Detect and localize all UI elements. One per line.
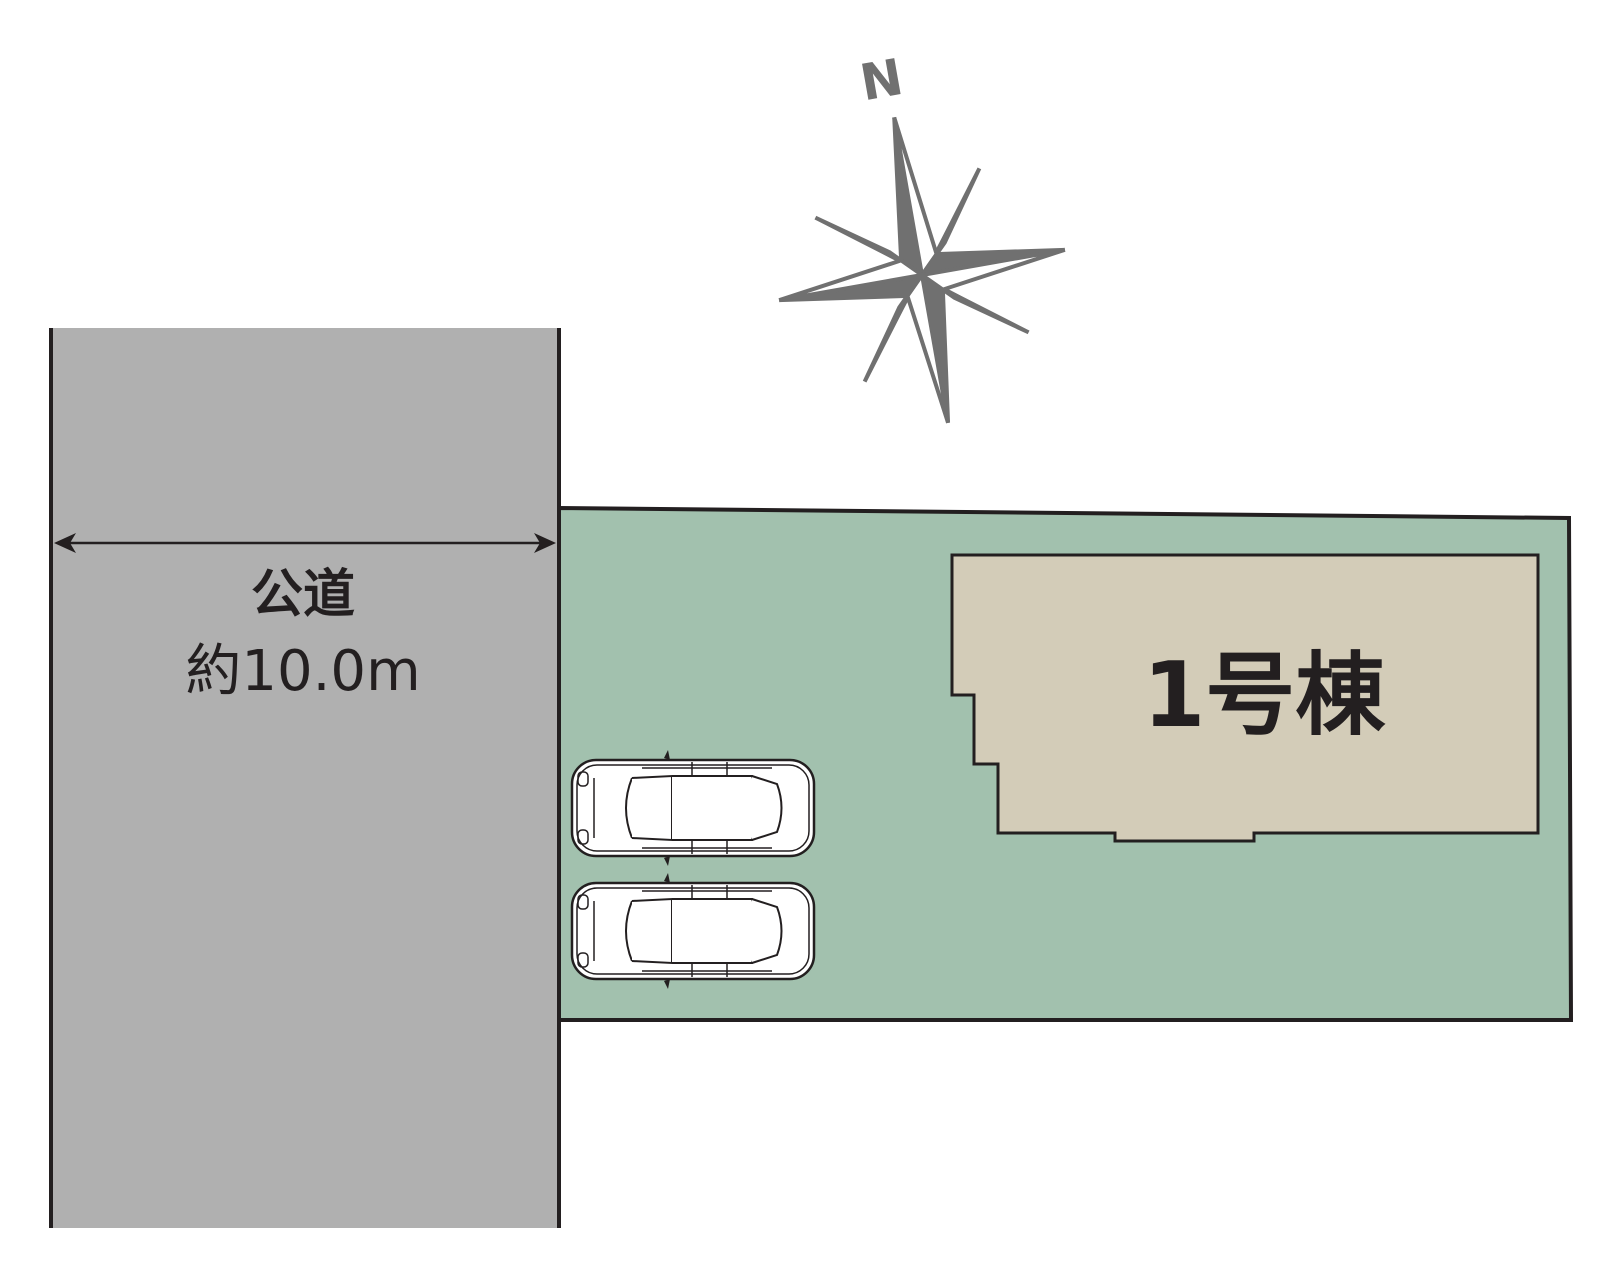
- car-icon: [570, 873, 816, 989]
- parking-car-1: [570, 750, 816, 866]
- car-icon: [570, 750, 816, 866]
- dimension-arrow-right-icon: [534, 533, 556, 553]
- parking-car-2: [570, 873, 816, 989]
- road-name-label: 公道: [251, 565, 355, 625]
- public-road: [50, 328, 560, 1228]
- north-label: N: [856, 48, 907, 112]
- building-footprint: [950, 553, 1540, 843]
- dimension-arrow-left-icon: [54, 533, 76, 553]
- compass-rose-icon: N: [778, 48, 1066, 424]
- road-width-label: 約10.0m: [185, 639, 420, 704]
- building-label: 1号棟: [1143, 643, 1387, 748]
- road-width-dimension: [54, 533, 556, 553]
